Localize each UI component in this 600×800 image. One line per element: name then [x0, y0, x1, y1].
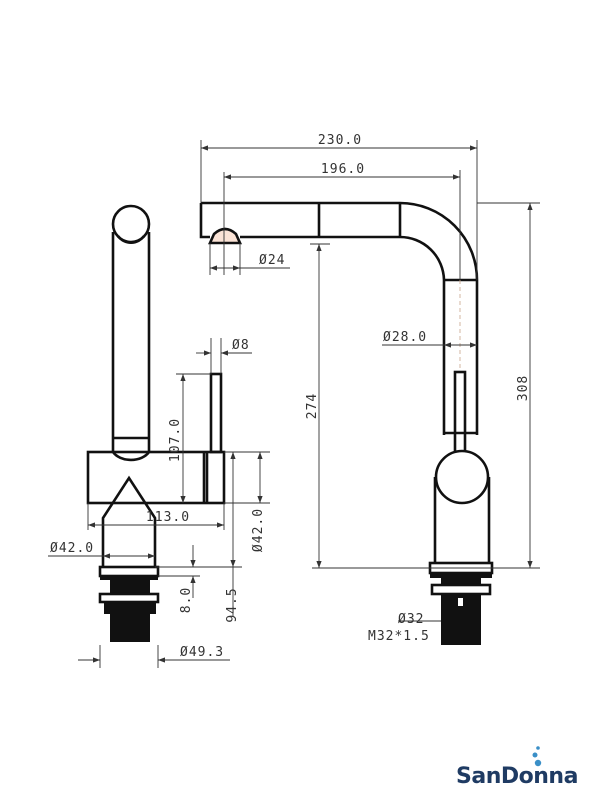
side-view-dimensions: Ø8 107.0 113.0 Ø42.0 Ø42.0 94.5 8.0 Ø49.…	[48, 338, 270, 668]
side-tube	[111, 232, 151, 452]
side-body	[86, 450, 226, 505]
aerator	[207, 227, 243, 245]
spout-inner	[199, 203, 446, 435]
brand-logo: SanDonna	[456, 764, 578, 789]
dim-spout-height: 274	[305, 393, 320, 419]
side-handle-pin	[209, 372, 223, 454]
dim-handle-diameter: Ø8	[232, 338, 250, 353]
spout-outer	[201, 201, 479, 435]
front-handle	[453, 370, 467, 454]
brand-bubbles-icon	[532, 746, 542, 767]
dim-total-height: 308	[516, 375, 531, 401]
side-view-faucet	[86, 204, 226, 642]
dim-body-diameter: Ø42.0	[251, 508, 266, 552]
dim-base-height: 94.5	[225, 587, 240, 622]
dim-body-length: 113.0	[146, 510, 190, 525]
front-body-circle	[434, 449, 490, 505]
front-view-faucet	[199, 201, 494, 645]
side-neck	[101, 475, 157, 567]
front-view-dimensions: 230.0 196.0 Ø24 Ø28.0 274 308 Ø32 M32*1.…	[200, 133, 540, 644]
dim-thread: M32*1.5	[368, 629, 430, 644]
dim-shank-diameter: Ø32	[398, 612, 424, 627]
dim-total-reach: 230.0	[318, 133, 362, 148]
front-body	[433, 477, 491, 563]
dim-base-diameter: Ø49.3	[180, 645, 224, 660]
dim-handle-height: 107.0	[168, 418, 183, 462]
spout-top-inner	[116, 235, 146, 244]
side-base-plate	[98, 565, 160, 578]
side-shank	[110, 580, 150, 642]
dim-tube-diameter: Ø28.0	[383, 330, 427, 345]
dim-aerator-diameter: Ø24	[259, 253, 285, 268]
dim-spout-reach: 196.0	[321, 162, 365, 177]
dim-plate-thickness: 8.0	[179, 587, 194, 613]
dim-neck-diameter: Ø42.0	[50, 541, 94, 556]
